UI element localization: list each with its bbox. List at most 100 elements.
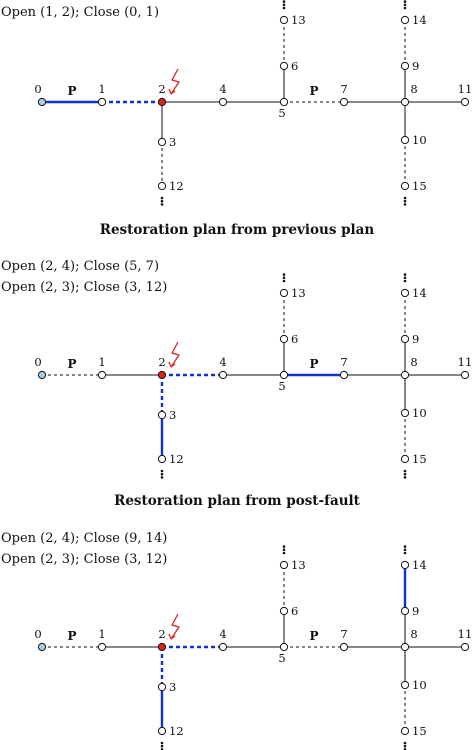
continuation-dot: [282, 548, 286, 552]
node-label: 13: [291, 13, 306, 27]
node-5: [279, 370, 289, 380]
node-4: [218, 97, 228, 107]
node-1: [97, 97, 107, 107]
node-9: [400, 334, 410, 344]
node-label: 14: [412, 286, 427, 300]
continuation-dot: [282, 273, 286, 276]
node-label: 3: [169, 135, 176, 149]
operation-text: Open (1, 2); Close (0, 1): [1, 5, 159, 20]
node-label: 5: [278, 106, 285, 120]
operation-text: Open (2, 4); Close (5, 7): [1, 259, 159, 274]
continuation-dot: [282, 3, 286, 7]
node-label: 2: [158, 82, 165, 96]
node-4: [218, 370, 228, 380]
node-14: [400, 560, 410, 570]
node-label: 5: [278, 379, 285, 393]
panel-title: Restoration plan from previous plan: [100, 222, 375, 238]
node-8: [400, 97, 410, 107]
panel-2: Restoration plan from previous planOpen …: [1, 222, 472, 479]
continuation-dot: [403, 3, 407, 7]
operation-text: Open (2, 3); Close (3, 12): [1, 280, 167, 295]
node-13: [279, 560, 289, 570]
continuation-dot: [403, 551, 407, 555]
node-label: 11: [458, 82, 473, 96]
node-label: 9: [412, 604, 419, 618]
node-2: [157, 97, 167, 107]
node-label: 9: [412, 332, 419, 346]
node-1: [97, 642, 107, 652]
continuation-dot: [403, 548, 407, 552]
node-2: [157, 642, 167, 652]
operation-text: Open (2, 4); Close (9, 14): [1, 531, 167, 546]
edge-marker-label: P: [67, 629, 76, 643]
node-label: 11: [458, 627, 473, 641]
node-3: [157, 682, 167, 692]
node-14: [400, 15, 410, 25]
node-5: [279, 642, 289, 652]
continuation-dot: [160, 199, 164, 203]
node-label: 4: [219, 82, 226, 96]
continuation-dot: [282, 276, 286, 280]
node-label: 2: [158, 355, 165, 369]
node-10: [400, 680, 410, 690]
node-label: 3: [169, 408, 176, 422]
continuation-dot: [403, 741, 407, 745]
continuation-dot: [160, 476, 164, 479]
node-5: [279, 97, 289, 107]
node-label: 0: [34, 355, 41, 369]
node-11: [460, 97, 470, 107]
node-label: 7: [340, 82, 347, 96]
node-8: [400, 642, 410, 652]
node-label: 8: [410, 82, 417, 96]
continuation-dot: [403, 0, 407, 3]
node-6: [279, 334, 289, 344]
node-label: 13: [291, 286, 306, 300]
node-11: [460, 370, 470, 380]
node-15: [400, 454, 410, 464]
node-label: 10: [412, 133, 427, 147]
node-6: [279, 61, 289, 71]
node-label: 6: [291, 59, 298, 73]
node-3: [157, 137, 167, 147]
node-label: 11: [458, 355, 473, 369]
continuation-dot: [160, 472, 164, 476]
fault-lightning-icon: [168, 613, 180, 640]
node-label: 4: [219, 627, 226, 641]
node-3: [157, 410, 167, 420]
continuation-dot: [403, 279, 407, 283]
continuation-dot: [282, 551, 286, 555]
fault-lightning-icon: [168, 341, 180, 368]
edge-marker-label: P: [309, 84, 318, 98]
node-label: 7: [340, 355, 347, 369]
node-label: 13: [291, 558, 306, 572]
node-11: [460, 642, 470, 652]
node-label: 6: [291, 332, 298, 346]
continuation-dot: [403, 199, 407, 203]
node-label: 14: [412, 13, 427, 27]
edge-marker-label: P: [309, 629, 318, 643]
node-10: [400, 408, 410, 418]
node-14: [400, 288, 410, 298]
node-label: 3: [169, 680, 176, 694]
continuation-dot: [160, 744, 164, 748]
continuation-dot: [160, 196, 164, 200]
continuation-dot: [403, 469, 407, 473]
node-0: [37, 370, 47, 380]
node-label: 4: [219, 355, 226, 369]
continuation-dot: [403, 476, 407, 479]
continuation-dot: [403, 196, 407, 200]
continuation-dot: [282, 545, 286, 548]
node-label: 5: [278, 651, 285, 665]
node-label: 0: [34, 627, 41, 641]
edge-marker-label: P: [67, 357, 76, 371]
node-12: [157, 454, 167, 464]
continuation-dot: [282, 279, 286, 283]
operation-text: Open (2, 3); Close (3, 12): [1, 552, 167, 567]
node-label: 12: [169, 179, 184, 193]
node-label: 15: [412, 724, 427, 738]
node-13: [279, 288, 289, 298]
panel-title: Restoration plan from post-fault: [114, 493, 361, 509]
continuation-dot: [403, 276, 407, 280]
